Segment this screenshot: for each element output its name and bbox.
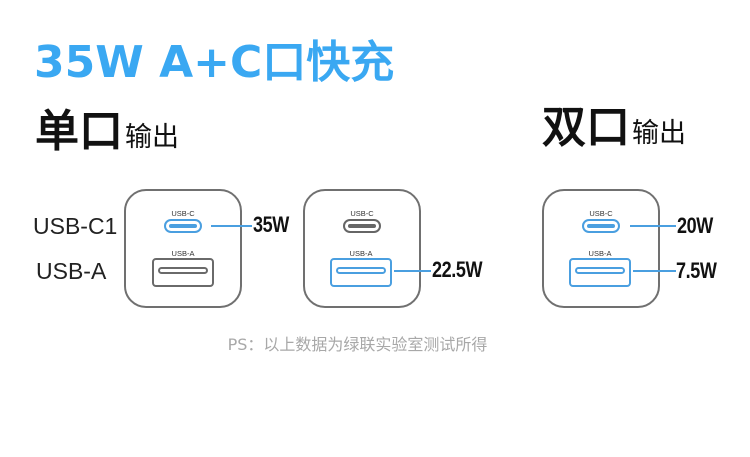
usb-c-port-label: USB-C [350,209,374,218]
usb-a-leader-line [394,270,431,272]
charger-diagram-single-usb-a [303,189,421,308]
usb-c-wattage: 20W [677,213,713,238]
usb-a-port-label: USB-A [588,249,612,258]
usb-a-port-icon [152,258,214,287]
usb-a-leader-line [633,270,676,272]
charger-diagram-single-usb-c [124,189,242,308]
usb-c-port-icon [164,219,202,233]
footnote: PS：以上数据为绿联实验室测试所得 [227,335,488,354]
dual-port-heading-sub: 输出 [632,118,686,149]
usb-c-port-label: USB-C [589,209,613,218]
usb-a-wattage: 22.5W [432,257,483,282]
side-label-usb-a: USB-A [36,258,107,284]
usb-c-leader-line [630,225,676,227]
usb-c-port-label: USB-C [171,209,195,218]
single-port-heading-main: 单口 [35,106,123,157]
single-port-heading: 单口输出 [35,108,179,156]
single-port-heading-sub: 输出 [125,122,179,153]
dual-port-heading: 双口输出 [542,104,686,152]
usb-a-wattage: 7.5W [676,258,717,283]
usb-c-port-icon [582,219,620,233]
usb-c-leader-line [211,225,252,227]
dual-port-heading-main: 双口 [542,102,630,153]
usb-a-port-label: USB-A [349,249,373,258]
charger-diagram-dual [542,189,660,308]
side-label-usb-c1: USB-C1 [33,213,118,239]
usb-c-port-icon [343,219,381,233]
usb-a-port-label: USB-A [171,249,195,258]
usb-c-wattage: 35W [253,212,289,237]
usb-a-port-icon [569,258,631,287]
usb-a-port-icon [330,258,392,287]
page-title: 35W A+C口快充 [34,37,395,88]
